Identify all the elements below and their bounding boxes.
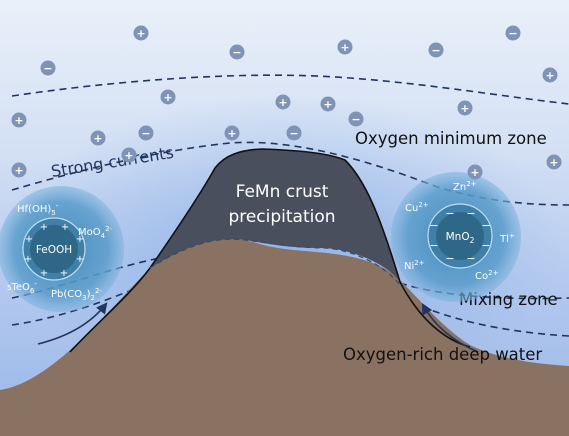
- plus-sign: +: [25, 234, 33, 245]
- cation-icon: +: [320, 96, 336, 112]
- minus-sign: −: [429, 239, 438, 252]
- minus-sign: −: [466, 252, 475, 265]
- crust-label-line1: FeMn crust: [236, 182, 329, 202]
- svg-text:−: −: [232, 46, 241, 59]
- svg-text:−: −: [289, 127, 298, 140]
- svg-text:−: −: [508, 27, 517, 40]
- minus-sign: −: [466, 207, 475, 220]
- plus-sign: +: [61, 222, 69, 233]
- cation-icon: +: [160, 89, 176, 105]
- cation-icon: +: [11, 162, 27, 178]
- anion-icon: −: [40, 60, 56, 76]
- plus-sign: +: [40, 268, 48, 279]
- plus-sign: +: [40, 222, 48, 233]
- svg-text:+: +: [163, 91, 172, 104]
- hf-ion: Hf(OH)5-: [17, 202, 59, 217]
- anion-icon: −: [286, 125, 302, 141]
- feooh-core-label: FeOOH: [36, 244, 72, 256]
- svg-text:−: −: [431, 44, 440, 57]
- tl-ion: Tl+: [499, 232, 515, 245]
- plus-sign: +: [76, 254, 84, 265]
- cation-icon: +: [337, 39, 353, 55]
- crust-base-line: [149, 238, 401, 286]
- crust-label-line2: precipitation: [228, 207, 335, 227]
- minus-sign: −: [481, 219, 490, 232]
- dissolved-ions: +−+−−−++++++−+−+−++++: [11, 25, 562, 180]
- anion-icon: −: [428, 42, 444, 58]
- femn-crust: [150, 149, 400, 282]
- svg-text:+: +: [14, 114, 23, 127]
- anion-icon: −: [348, 111, 364, 127]
- anion-icon: −: [505, 25, 521, 41]
- svg-text:+: +: [340, 41, 349, 54]
- cation-icon: +: [467, 164, 483, 180]
- svg-text:+: +: [470, 166, 479, 179]
- minus-sign: −: [445, 207, 454, 220]
- anion-icon: −: [138, 125, 154, 141]
- svg-text:+: +: [460, 102, 469, 115]
- seamount: [0, 238, 569, 436]
- svg-text:+: +: [323, 98, 332, 111]
- cation-icon: +: [90, 130, 106, 146]
- co-ion: Co2+: [475, 269, 499, 282]
- cation-icon: +: [275, 94, 291, 110]
- feooh-particle: FeOOH + + + + + + + + Hf(OH)5- MoO42- 5T…: [0, 186, 124, 312]
- feooh-core: [30, 225, 78, 273]
- plus-sign: +: [76, 234, 84, 245]
- svg-text:−: −: [43, 62, 52, 75]
- minus-sign: −: [429, 219, 438, 232]
- svg-text:+: +: [136, 27, 145, 40]
- oxygen-minimum-zone-label: Oxygen minimum zone: [355, 129, 547, 148]
- plus-sign: +: [24, 254, 32, 265]
- cu-ion: Cu2+: [405, 201, 429, 214]
- svg-text:+: +: [14, 164, 23, 177]
- minus-sign: −: [445, 252, 454, 265]
- feooh-charges: + + + + + + + +: [24, 222, 84, 279]
- pb-ion: Pb(CO3)22-: [51, 287, 102, 302]
- plus-sign: +: [60, 268, 68, 279]
- deep-water-label: Oxygen-rich deep water: [343, 345, 542, 364]
- cation-icon: +: [546, 154, 562, 170]
- mno2-particle: MnO2 − − − − − − − − Zn2+ Cu2+ Tl+ Ni2+ …: [391, 172, 521, 302]
- crust-outline: [69, 148, 471, 353]
- cation-icon: +: [224, 125, 240, 141]
- svg-text:+: +: [549, 156, 558, 169]
- mno2-charges: − − − − − − − −: [429, 207, 490, 265]
- mno2-core: [436, 212, 484, 260]
- ni-ion: Ni2+: [404, 259, 425, 272]
- svg-text:+: +: [227, 127, 236, 140]
- svg-text:+: +: [278, 96, 287, 109]
- cation-icon: +: [542, 67, 558, 83]
- zn-ion: Zn2+: [453, 180, 477, 193]
- mo-ion: MoO42-: [78, 225, 113, 240]
- cation-icon: +: [121, 147, 137, 163]
- mno2-core-label: MnO2: [446, 231, 475, 245]
- cation-icon: +: [457, 100, 473, 116]
- svg-text:+: +: [545, 69, 554, 82]
- anion-icon: −: [229, 44, 245, 60]
- svg-text:+: +: [93, 132, 102, 145]
- te-ion: 5TeO6-: [7, 280, 37, 295]
- svg-text:+: +: [124, 149, 133, 162]
- cation-icon: +: [133, 25, 149, 41]
- cation-icon: +: [11, 112, 27, 128]
- svg-text:−: −: [351, 113, 360, 126]
- current-arrow-left: [37, 302, 108, 345]
- upper-boundary-line: [11, 74, 569, 105]
- minus-sign: −: [481, 239, 490, 252]
- current-arrow-right: [421, 303, 479, 353]
- svg-text:−: −: [141, 127, 150, 140]
